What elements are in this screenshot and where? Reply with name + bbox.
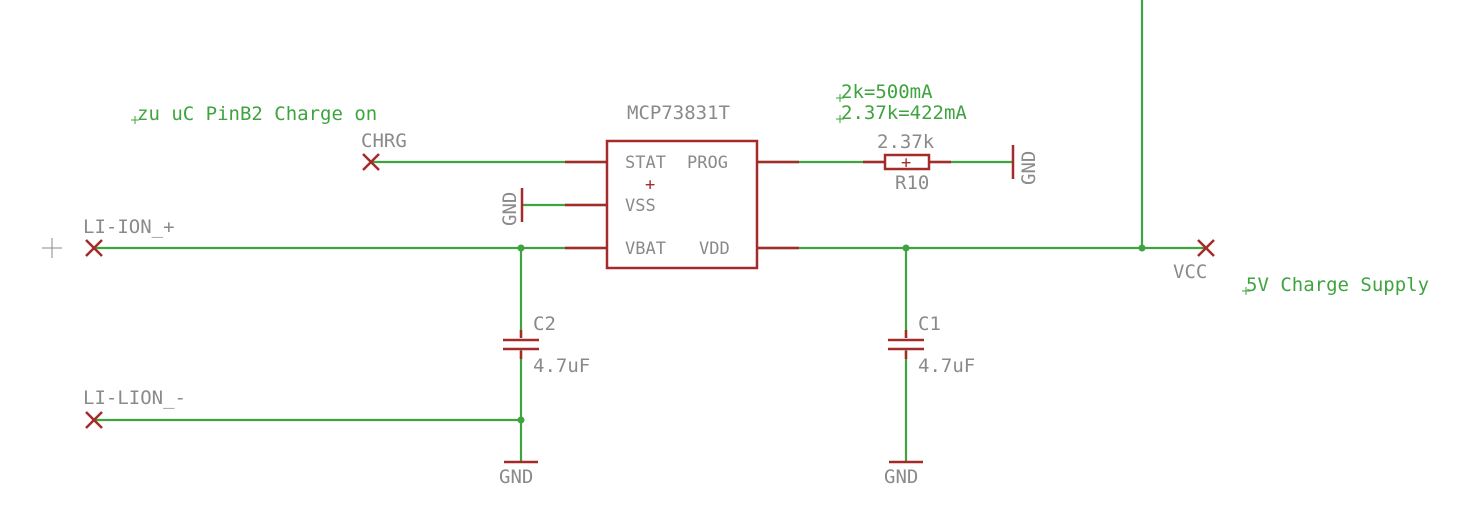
crosshair-cursor-icon bbox=[42, 238, 62, 258]
gnd-label: GND bbox=[884, 466, 918, 488]
net-label-li-ion-plus: LI-ION_+ bbox=[83, 216, 175, 238]
note-supply: 5V Charge Supply bbox=[1246, 274, 1429, 296]
gnd-symbol-vss: GND bbox=[499, 188, 524, 226]
resistor-name: R10 bbox=[895, 172, 929, 194]
pin-label-vdd: VDD bbox=[699, 239, 730, 259]
capacitor-name: C1 bbox=[918, 313, 941, 335]
net-endpoint-li-ion-plus[interactable]: LI-ION_+ bbox=[83, 216, 175, 257]
endpoint-x-icon bbox=[85, 239, 103, 257]
note-origin-cross bbox=[1242, 287, 1250, 295]
junction-dot bbox=[902, 244, 910, 252]
gnd-label: GND bbox=[1018, 151, 1040, 185]
note-origin-cross bbox=[836, 94, 844, 102]
note-prog-500: 2k=500mA bbox=[841, 81, 933, 103]
net-label-li-lion-minus: LI-LION_- bbox=[83, 387, 186, 409]
note-origin-cross bbox=[836, 115, 844, 123]
net-endpoint-chrg[interactable]: CHRG bbox=[361, 130, 407, 171]
chip-name: MCP73831T bbox=[627, 102, 730, 124]
pin-label-vbat: VBAT bbox=[625, 239, 666, 259]
capacitor-c2[interactable]: C2 4.7uF bbox=[503, 313, 590, 377]
gnd-symbol-c2: GND bbox=[499, 460, 538, 488]
chip-mcp73831t[interactable]: MCP73831T STAT PROG VSS VBAT VDD + bbox=[565, 102, 799, 270]
note-charge-on: zu uC PinB2 Charge on bbox=[137, 103, 377, 125]
resistor-r10[interactable]: + 2.37k R10 bbox=[863, 131, 951, 194]
endpoint-x-icon bbox=[85, 411, 103, 429]
junction-dot bbox=[1138, 244, 1146, 252]
gnd-label: GND bbox=[499, 192, 521, 226]
note-prog-422: 2.37k=422mA bbox=[841, 102, 967, 124]
net-endpoint-li-lion-minus[interactable]: LI-LION_- bbox=[83, 387, 186, 429]
pin-label-stat: STAT bbox=[625, 153, 666, 173]
endpoint-x-icon bbox=[362, 153, 380, 171]
capacitor-name: C2 bbox=[533, 313, 556, 335]
pin-label-prog: PROG bbox=[687, 153, 728, 173]
junctions bbox=[517, 244, 1146, 424]
notes: zu uC PinB2 Charge on 2k=500mA 2.37k=422… bbox=[131, 81, 1429, 296]
net-label-chrg: CHRG bbox=[361, 130, 407, 152]
gnd-symbol-r10: GND bbox=[1011, 145, 1040, 185]
gnd-symbol-c1: GND bbox=[884, 460, 923, 488]
net-endpoint-vcc[interactable]: VCC bbox=[1173, 239, 1215, 283]
junction-dot bbox=[517, 244, 525, 252]
note-origin-cross bbox=[131, 116, 139, 124]
capacitor-value: 4.7uF bbox=[918, 355, 975, 377]
capacitor-value: 4.7uF bbox=[533, 355, 590, 377]
gnd-label: GND bbox=[499, 466, 533, 488]
chip-origin-mark: + bbox=[645, 175, 655, 195]
resistor-value: 2.37k bbox=[877, 131, 935, 153]
net-label-vcc: VCC bbox=[1173, 261, 1207, 283]
capacitor-c1[interactable]: C1 4.7uF bbox=[888, 313, 975, 377]
junction-dot bbox=[517, 416, 525, 424]
pin-label-vss: VSS bbox=[625, 196, 656, 216]
resistor-origin-mark: + bbox=[901, 153, 911, 173]
endpoint-x-icon bbox=[1197, 239, 1215, 257]
wires bbox=[94, 0, 1206, 462]
